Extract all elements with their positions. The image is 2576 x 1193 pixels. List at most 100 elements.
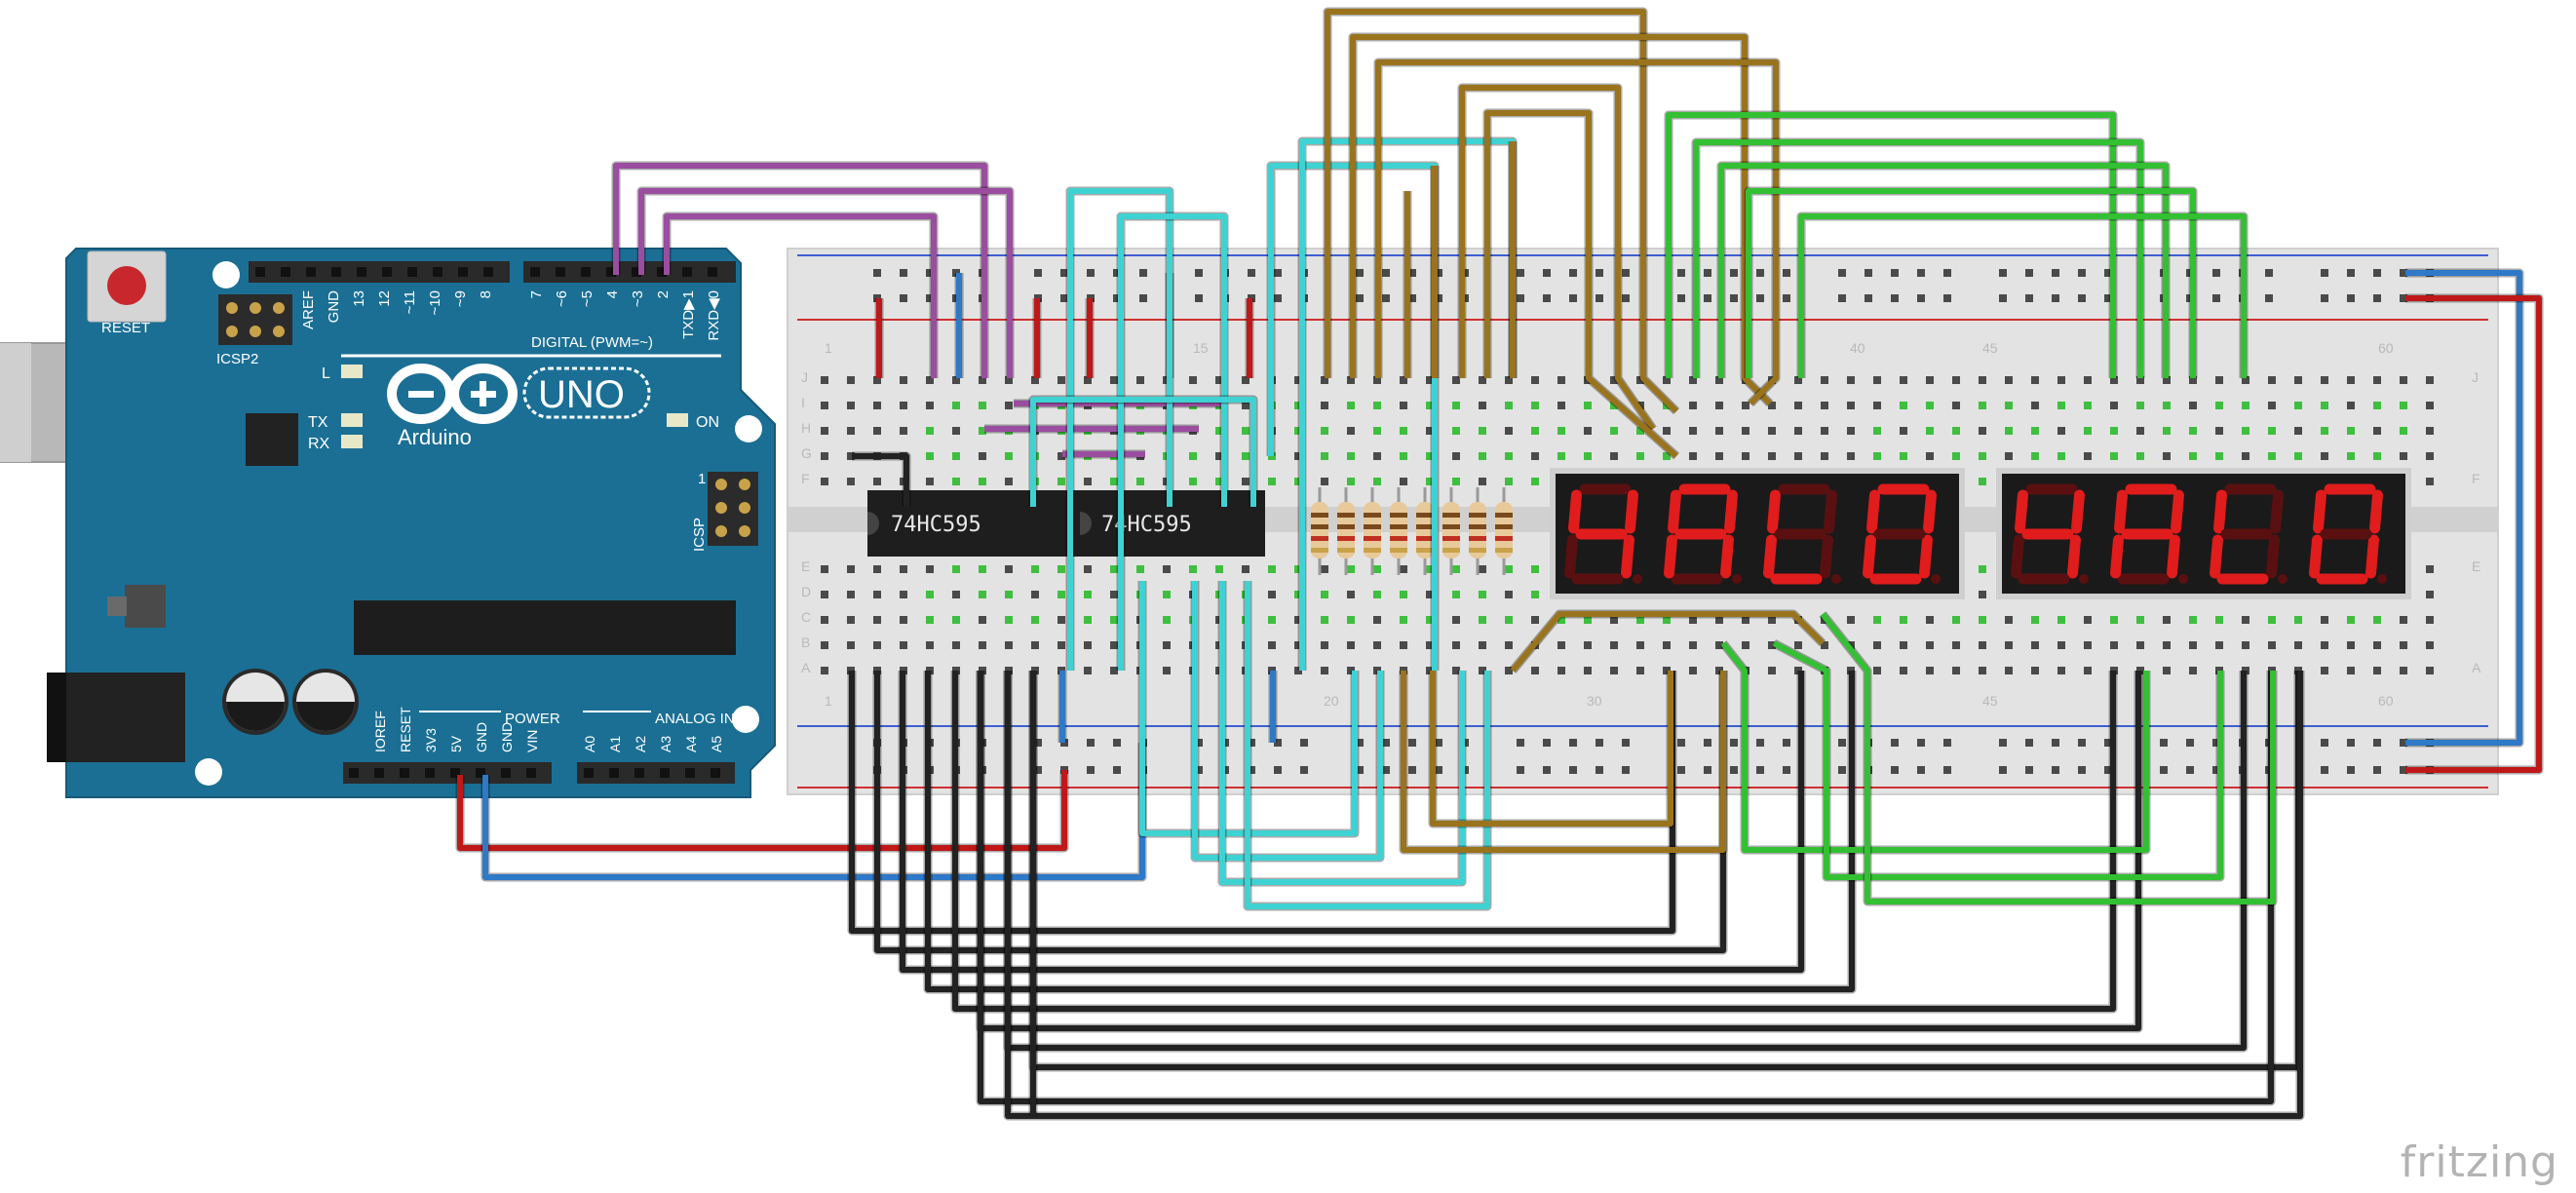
header-pin[interactable] xyxy=(501,768,511,778)
green-wire[interactable] xyxy=(1666,112,2116,378)
gold-wire[interactable] xyxy=(1325,9,1679,414)
segment xyxy=(1866,489,1880,534)
header-pin[interactable] xyxy=(281,267,290,277)
reset-button-cap[interactable] xyxy=(107,266,146,305)
connected-hole xyxy=(1584,452,1592,460)
breadboard-hole xyxy=(1610,667,1618,674)
green-wire[interactable] xyxy=(1718,163,2169,378)
header-pin[interactable] xyxy=(476,768,485,778)
purple-wire[interactable] xyxy=(638,188,1013,378)
breadboard-hole xyxy=(1373,452,1381,460)
blue-wire[interactable] xyxy=(2405,270,2522,746)
rail-hole xyxy=(1943,766,1951,774)
cyan-wire[interactable] xyxy=(1245,581,1490,909)
digital-pin-label: 13 xyxy=(351,290,367,307)
green-wire[interactable] xyxy=(1746,188,2196,378)
purple-wire[interactable] xyxy=(613,163,987,378)
header-pin[interactable] xyxy=(255,267,265,277)
header-pin[interactable] xyxy=(407,267,417,277)
black-wire[interactable] xyxy=(900,671,1804,973)
header-pin[interactable] xyxy=(530,267,540,277)
header-pin[interactable] xyxy=(357,267,366,277)
black-wire[interactable] xyxy=(852,453,909,507)
rail-hole xyxy=(1783,739,1790,747)
black-wire[interactable] xyxy=(952,671,2116,1012)
red-wire[interactable] xyxy=(2405,295,2542,773)
header-pin[interactable] xyxy=(711,768,720,778)
breadboard-hole xyxy=(1847,427,1855,435)
gold-wire[interactable] xyxy=(1459,85,1656,431)
header-pin[interactable] xyxy=(425,768,435,778)
breadboard-hole xyxy=(1926,376,1934,384)
header-pin[interactable] xyxy=(606,267,616,277)
fritzing-watermark: fritzing xyxy=(2400,1137,2558,1187)
header-pin[interactable] xyxy=(349,768,359,778)
red-wire[interactable] xyxy=(457,770,1067,851)
rail-hole xyxy=(2400,739,2407,747)
rail-hole xyxy=(2025,739,2033,747)
header-pin[interactable] xyxy=(556,267,565,277)
header-pin[interactable] xyxy=(632,267,641,277)
green-wire[interactable] xyxy=(1693,139,2143,378)
rail-hole xyxy=(1677,739,1685,747)
purple-wire[interactable] xyxy=(664,213,937,378)
gold-wire[interactable] xyxy=(1484,110,1678,459)
black-wire[interactable] xyxy=(925,671,1855,992)
rail-hole xyxy=(1034,269,1042,277)
rail-hole xyxy=(1943,269,1951,277)
header-pin[interactable] xyxy=(483,267,493,277)
rail-hole xyxy=(2400,294,2407,302)
gold-wire[interactable] xyxy=(1430,671,1673,827)
cyan-wire[interactable] xyxy=(1219,581,1465,885)
green-wire[interactable] xyxy=(1798,213,2247,378)
rail-hole xyxy=(1783,269,1790,277)
header-pin[interactable] xyxy=(609,768,619,778)
connected-hole xyxy=(1057,591,1065,598)
header-pin[interactable] xyxy=(433,267,442,277)
header-pin[interactable] xyxy=(682,267,692,277)
connected-hole xyxy=(1452,591,1460,598)
header-pin[interactable] xyxy=(331,267,341,277)
green-wire[interactable] xyxy=(1720,641,2149,853)
connected-hole xyxy=(2005,402,2013,409)
header-pin[interactable] xyxy=(458,267,468,277)
black-wire[interactable] xyxy=(1005,671,2303,1119)
header-pin[interactable] xyxy=(581,267,591,277)
connected-hole xyxy=(1479,452,1486,460)
gold-wire[interactable] xyxy=(1401,671,1726,853)
cyan-wire[interactable] xyxy=(1192,581,1383,861)
header-pin[interactable] xyxy=(400,768,409,778)
breadboard-hole xyxy=(1557,641,1565,649)
connected-hole xyxy=(2005,427,2013,435)
green-wire[interactable] xyxy=(1772,640,2223,880)
header-pin[interactable] xyxy=(526,768,536,778)
cyan-wire[interactable] xyxy=(1030,397,1256,507)
cyan-wire[interactable] xyxy=(1118,213,1227,671)
header-pin[interactable] xyxy=(450,768,460,778)
connected-hole xyxy=(1557,616,1565,624)
breadboard-hole xyxy=(1689,452,1697,460)
gold-wire[interactable] xyxy=(1375,59,1779,406)
cyan-wire[interactable] xyxy=(1067,188,1173,671)
breadboard-hole xyxy=(979,452,986,460)
header-pin[interactable] xyxy=(306,267,316,277)
header-pin[interactable] xyxy=(657,267,667,277)
header-pin[interactable] xyxy=(634,768,644,778)
header-pin[interactable] xyxy=(685,768,695,778)
connected-hole xyxy=(2136,616,2144,624)
header-pin[interactable] xyxy=(708,267,717,277)
header-pin[interactable] xyxy=(584,768,594,778)
breadboard-hole xyxy=(2163,641,2171,649)
header-pin[interactable] xyxy=(382,267,392,277)
header-pin[interactable] xyxy=(660,768,670,778)
header-pin[interactable] xyxy=(374,768,384,778)
connected-hole xyxy=(1531,402,1539,409)
connected-hole xyxy=(952,452,960,460)
breadboard-hole xyxy=(1505,591,1513,598)
connected-hole xyxy=(1952,616,1960,624)
gold-wire[interactable] xyxy=(1350,34,1773,406)
green-wire[interactable] xyxy=(1820,612,2276,904)
row-letter-a: A xyxy=(801,660,811,675)
gold-wire[interactable] xyxy=(1510,611,1826,673)
